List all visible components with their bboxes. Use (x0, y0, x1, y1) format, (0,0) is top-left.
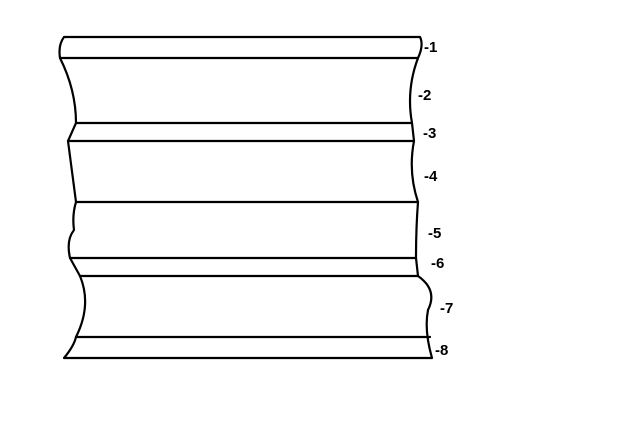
layer-label-7: -7 (440, 300, 453, 317)
layer-label-8: -8 (435, 342, 448, 359)
stack-outline (58, 35, 434, 360)
layer-label-1: -1 (424, 39, 437, 56)
layer-label-6: -6 (431, 255, 444, 272)
layer-label-3: -3 (423, 125, 436, 142)
layer-label-5: -5 (428, 225, 441, 242)
layer-label-2: -2 (418, 87, 431, 104)
layer-label-4: -4 (424, 168, 438, 185)
